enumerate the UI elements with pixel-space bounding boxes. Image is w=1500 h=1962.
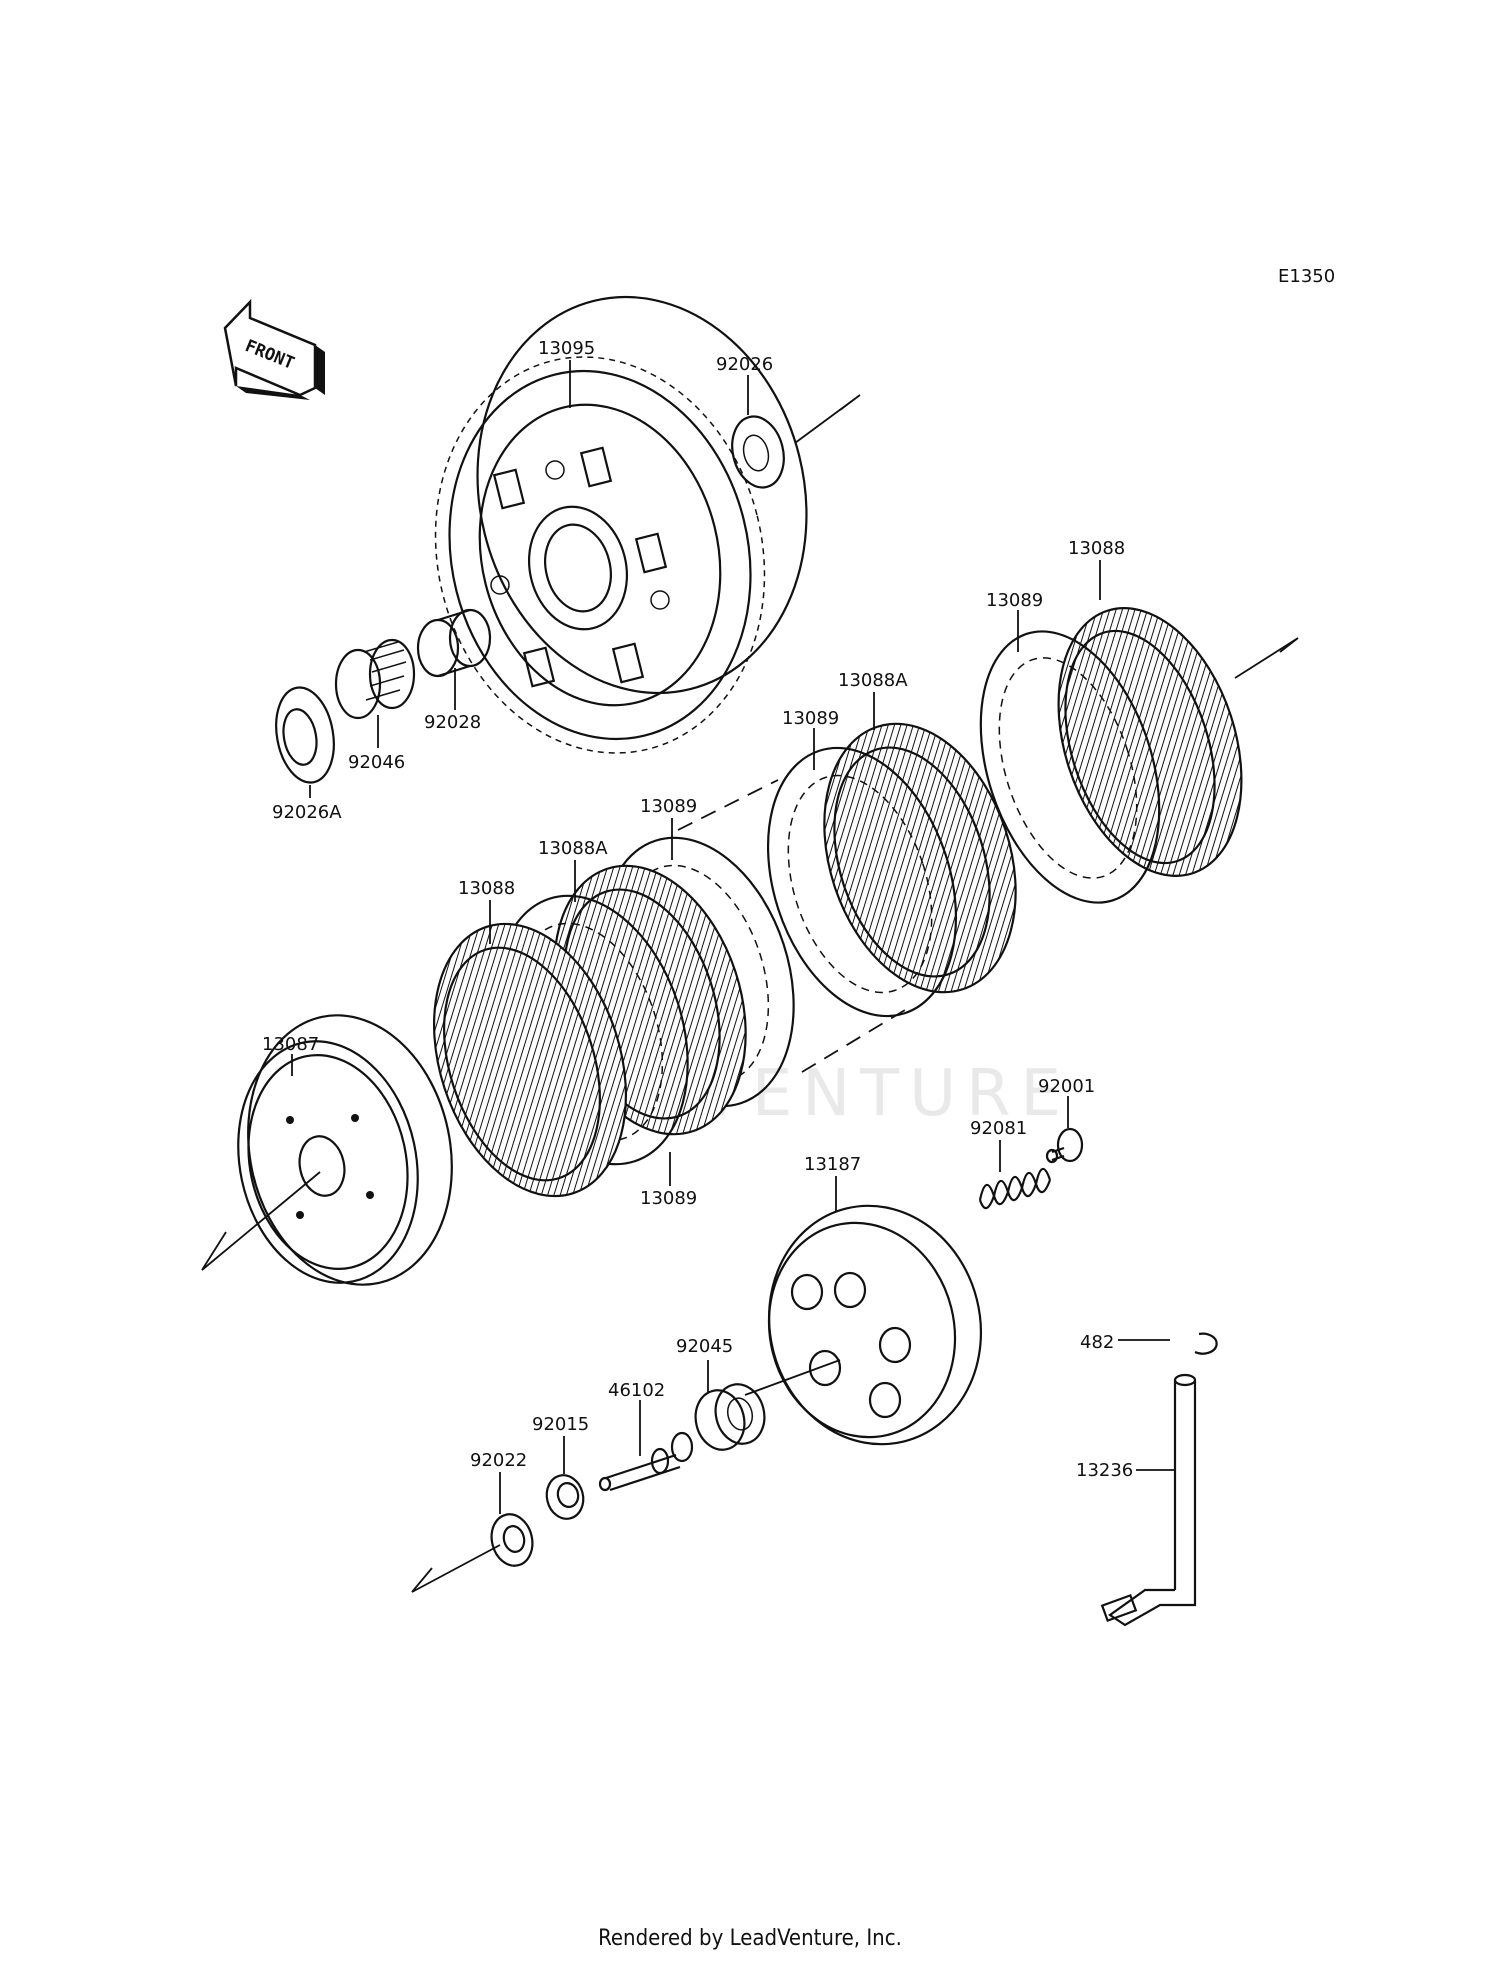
label-13095: 13095: [538, 338, 595, 359]
label-92026-top: 92026: [716, 354, 773, 375]
label-46102: 46102: [608, 1380, 665, 1401]
label-13187: 13187: [804, 1154, 861, 1175]
label-92001: 92001: [1038, 1076, 1095, 1097]
label-92046: 92046: [348, 752, 405, 773]
push-rod-46102: [598, 1431, 694, 1492]
friction-plate-13088-right: [1057, 607, 1243, 877]
nut-92015: [545, 1474, 585, 1520]
label-92026A: 92026A: [272, 802, 342, 823]
clutch-hub-13087: [237, 1014, 453, 1286]
steel-plate-13089-right: [979, 630, 1161, 904]
spring-92081: [978, 1167, 1052, 1210]
label-92028: 92028: [424, 712, 481, 733]
label-13088-left: 13088: [458, 878, 515, 899]
label-13087: 13087: [262, 1034, 319, 1055]
steel-plate-13089-mid: [766, 746, 958, 1018]
label-92081: 92081: [970, 1118, 1027, 1139]
label-92022: 92022: [470, 1450, 527, 1471]
label-92045: 92045: [676, 1336, 733, 1357]
friction-plate-13088A-mid: [823, 722, 1017, 994]
clutch-housing-13095: [434, 295, 808, 754]
label-13088-right: 13088: [1068, 538, 1125, 559]
diagram-id: E1350: [1278, 266, 1335, 287]
washer-92026: [731, 415, 785, 489]
release-shaft-13236: [1100, 1373, 1197, 1627]
label-13088A-left: 13088A: [538, 838, 608, 859]
circlip-482: [1194, 1332, 1218, 1355]
friction-plate-13088-left: [432, 922, 628, 1198]
needle-bearing-92046: [334, 638, 416, 720]
washer-92026A: [275, 686, 335, 784]
label-13089-mid: 13089: [782, 708, 839, 729]
pressure-plate-13187: [767, 1204, 983, 1446]
label-13089-bottom: 13089: [640, 1188, 697, 1209]
bolt-92001: [1045, 1127, 1084, 1164]
label-92015: 92015: [532, 1414, 589, 1435]
sleeve-92028: [416, 608, 492, 678]
label-13089-left-top: 13089: [640, 796, 697, 817]
label-13236: 13236: [1076, 1460, 1133, 1481]
front-arrow-icon: FRONT: [223, 298, 325, 400]
label-13089-right: 13089: [986, 590, 1043, 611]
footer-credit: Rendered by LeadVenture, Inc.: [598, 1926, 902, 1951]
label-482: 482: [1080, 1332, 1114, 1353]
washer-92022: [490, 1513, 534, 1567]
label-13088A-mid: 13088A: [838, 670, 908, 691]
bearing-92045: [694, 1383, 766, 1451]
